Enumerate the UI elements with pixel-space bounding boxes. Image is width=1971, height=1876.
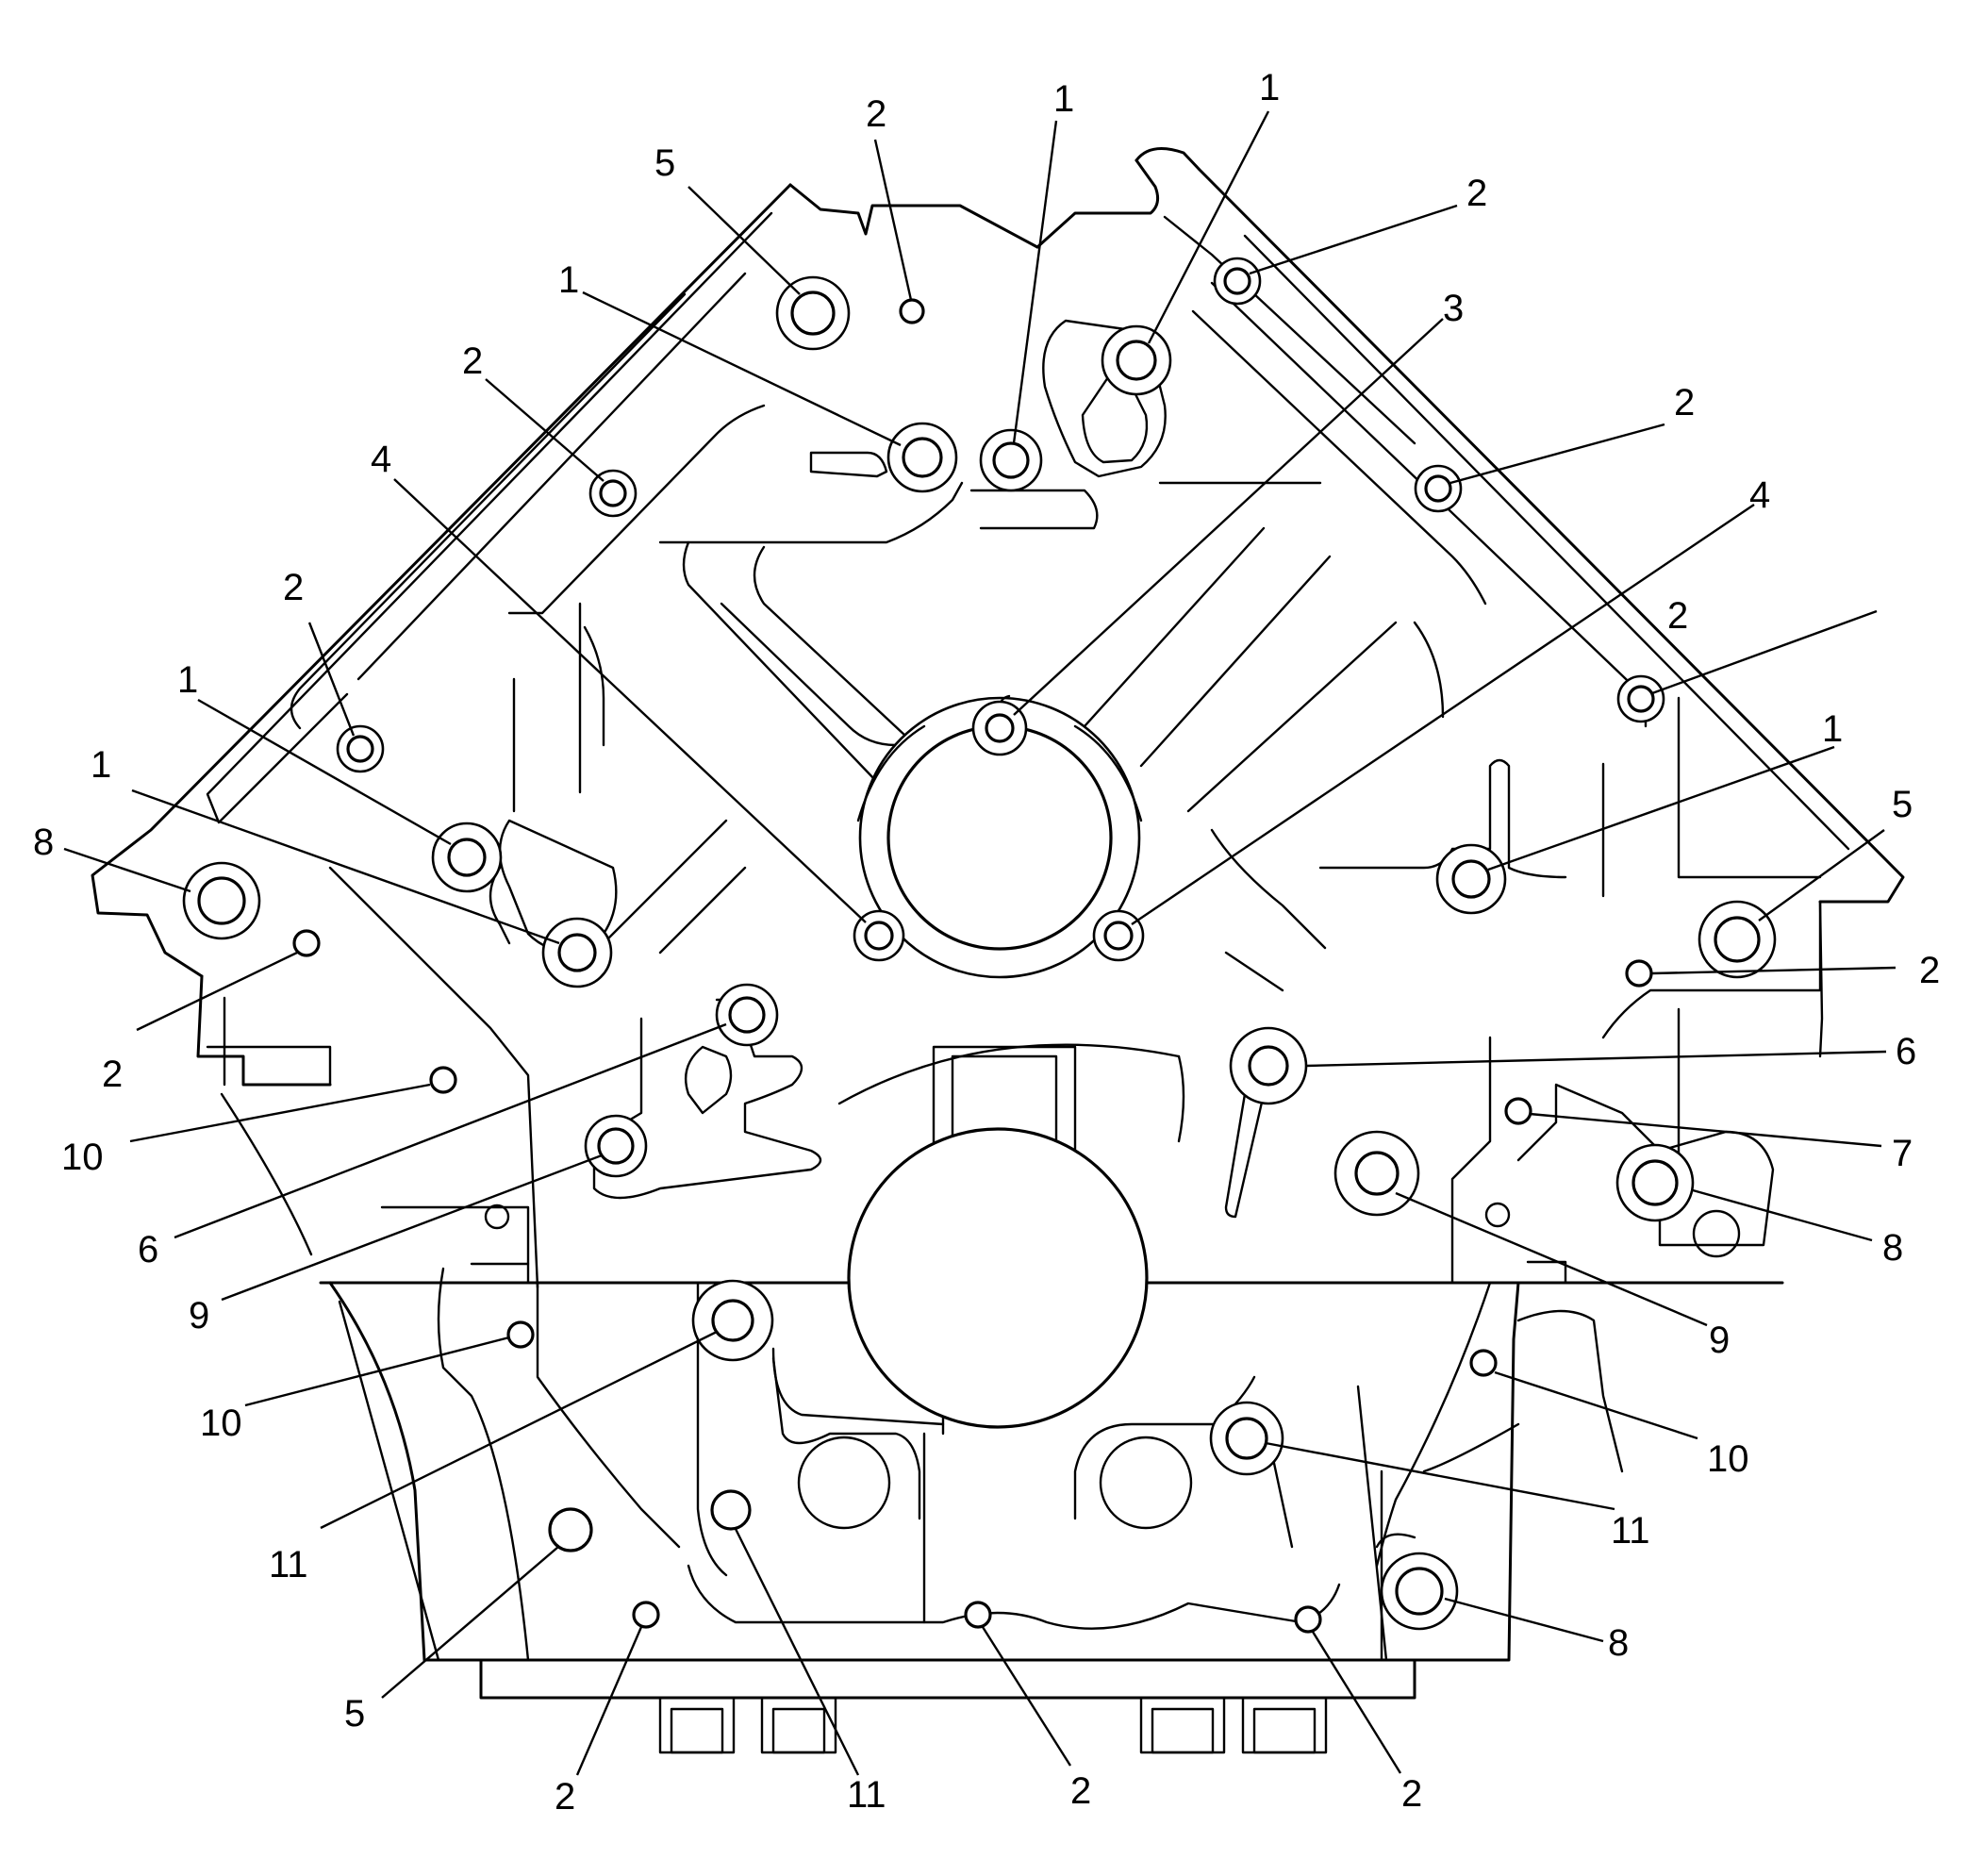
callout-label: 2 [1466,173,1487,214]
hole-1-top-b [979,428,1043,492]
callout-label: 8 [1608,1622,1629,1664]
block-outline [91,147,1905,1754]
hole-1-top-c [1101,324,1172,396]
hole-1-left-b [541,917,613,988]
callout-label: 2 [462,340,483,382]
hole-5-left-lower [548,1507,593,1552]
hole-2-bottom-c [1294,1605,1322,1634]
oil-gallery-plug-3 [1139,1696,1226,1754]
callout-label: 1 [1259,67,1280,108]
hole-4-right [1092,909,1145,962]
hole-11-upper-left [691,1279,774,1362]
callout-label: 6 [138,1229,158,1270]
hole-11-right [1209,1401,1284,1476]
leader-lines [63,110,1896,1776]
hole-8-right-a [1615,1143,1695,1222]
callout-label: 11 [1611,1510,1650,1552]
hole-2-right-b [1616,674,1665,723]
oil-gallery-plug-1 [658,1696,736,1754]
callout-label: 11 [847,1774,886,1816]
hole-7 [1504,1097,1532,1125]
hole-2-bottom-a [632,1601,660,1629]
hole-10-left-a [429,1066,457,1094]
hole-9-left [584,1114,648,1178]
callout-label: 1 [177,659,198,701]
hole-5-top [775,275,851,351]
callout-label: 9 [1709,1320,1730,1361]
hole-1-left-a [431,822,503,893]
hole-4-left [853,909,905,962]
hole-6-left [715,983,779,1047]
callout-label: 11 [269,1544,308,1585]
callout-label: 8 [1882,1227,1903,1269]
callout-label: 6 [1896,1031,1916,1072]
callout-label: 1 [558,259,579,301]
hole-11-lower-left [710,1489,752,1531]
callout-labels: 1 1 2 5 2 3 2 4 1 2 4 2 1 1 8 2 10 6 9 1… [33,67,1940,1818]
hole-2-right-a [1414,464,1463,513]
hole-1-top-a [886,422,958,493]
hole-2-top-a [899,298,925,324]
hole-6-right [1229,1026,1308,1105]
callout-label: 2 [1401,1773,1422,1815]
callout-label: 3 [1443,288,1464,329]
hole-10-right [1469,1349,1498,1377]
oil-gallery-plug-2 [760,1696,837,1754]
callout-label: 10 [61,1137,104,1178]
callout-label: 2 [555,1776,575,1818]
callout-label: 2 [283,567,304,608]
callout-label: 8 [33,822,54,863]
callout-label: 2 [1674,382,1695,423]
bolt-holes [182,257,1777,1634]
hole-8-right-b [1380,1552,1459,1631]
callout-label: 2 [1919,950,1940,991]
callout-label: 2 [102,1054,123,1095]
callout-label: 4 [1749,474,1770,516]
callout-label: 5 [344,1693,365,1735]
hole-8-left [182,861,261,940]
callout-label: 5 [1892,784,1913,825]
hole-2-left-a [588,469,638,518]
hole-5-right [1698,900,1777,979]
callout-label: 1 [91,744,111,786]
callout-label: 2 [1667,595,1688,637]
oil-gallery-plug-4 [1241,1696,1328,1754]
callout-label: 4 [371,439,391,480]
hole-2-top-b [1213,257,1262,306]
callout-label: 2 [866,93,886,135]
callout-label: 1 [1053,78,1074,120]
hole-2-left-b [336,724,385,773]
callout-label: 10 [1707,1438,1749,1480]
hole-10-left-b [506,1320,535,1349]
hole-2-left-c [292,929,321,957]
hole-9-right [1333,1130,1420,1217]
callout-label: 9 [189,1295,209,1336]
hole-2-bottom-b [964,1601,992,1629]
callout-label: 5 [654,142,675,184]
hole-1-right [1435,843,1507,915]
hole-3 [971,700,1028,756]
callout-label: 2 [1070,1770,1091,1812]
callout-label: 7 [1892,1133,1913,1174]
callout-label: 1 [1822,708,1843,750]
callout-label: 10 [200,1403,242,1444]
hole-2-right-c [1625,959,1653,988]
